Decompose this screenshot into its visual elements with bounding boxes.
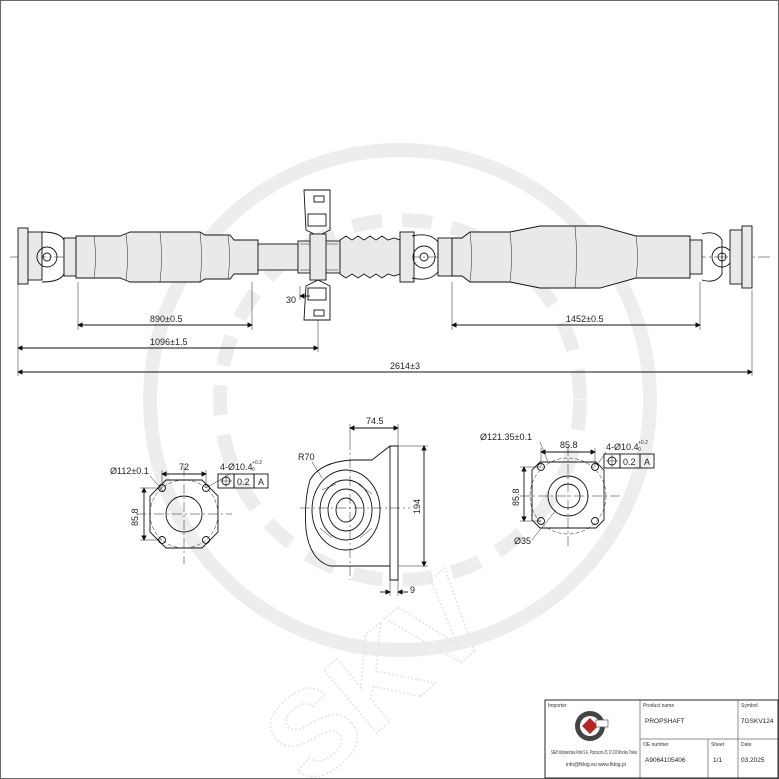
date-value: 03.2025 <box>741 757 765 764</box>
shaft-dimensions: 890±0.5 1452±0.5 1096±1.5 2614±3 30 <box>17 282 753 376</box>
dim-1096: 1096±1.5 <box>150 337 187 347</box>
dim-30: 30 <box>286 295 296 305</box>
product-name-label: Product name <box>643 703 674 709</box>
front-holes: 4-Ø10.4 <box>220 462 253 472</box>
front-pitch-h: 72 <box>179 462 189 472</box>
bearing-height: 194 <box>412 499 422 514</box>
product-name-value: PROPSHAFT <box>645 718 685 725</box>
rear-tube <box>451 225 691 289</box>
rubber-boot <box>339 235 401 279</box>
rear-holes: 4-Ø10.4 <box>606 442 639 452</box>
oe-number-label: OE number <box>643 742 669 748</box>
date-label: Date <box>741 742 752 748</box>
center-bearing-bracket <box>303 189 331 321</box>
symbol-value: 7GSKV124 <box>741 718 774 725</box>
front-pitch-v: 85.8 <box>130 508 140 526</box>
sheet-label: Sheet <box>711 742 725 748</box>
front-holes-tol-upper: +0.2 <box>252 460 262 466</box>
rear-pitch-h: 85.8 <box>560 440 578 450</box>
oe-number-value: A9064105406 <box>645 757 686 764</box>
rear-pitch-v: 85.8 <box>511 488 521 506</box>
front-tolerance-value: 0.2 <box>237 477 250 487</box>
dim-1452: 1452±0.5 <box>566 314 603 324</box>
bearing-width: 74.5 <box>366 416 384 426</box>
center-bearing-detail: 74.5 194 9 R70 <box>298 416 428 596</box>
importer-logo <box>575 711 609 741</box>
dim-890: 890±0.5 <box>150 314 182 324</box>
rear-flange-detail: 85.8 85.8 Ø121.35±0.1 4-Ø10.4 +0.2 0 0.2… <box>480 432 655 548</box>
rear-diameter: Ø121.35±0.1 <box>480 432 532 442</box>
rear-holes-tol-upper: +0.2 <box>638 440 648 446</box>
front-diameter: Ø112±0.1 <box>110 466 149 476</box>
rear-bore: Ø35 <box>514 536 531 546</box>
rear-tolerance-value: 0.2 <box>623 457 636 467</box>
bearing-thickness: 9 <box>410 585 415 595</box>
rear-tolerance-frame: 0.2 A <box>603 453 655 469</box>
front-flange-detail: 72 85.8 Ø112±0.1 4-Ø10.4 +0.2 0 0.2 A <box>110 460 269 564</box>
rear-holes-tol-lower: 0 <box>638 447 641 453</box>
front-tube <box>75 231 259 283</box>
bearing-radius: R70 <box>298 452 315 462</box>
title-block: Importer S&EH Wydawnictwa Polski S.A., P… <box>544 699 779 779</box>
slip-joint <box>257 240 341 274</box>
rear-datum: A <box>644 457 650 467</box>
importer-text: S&EH Wydawnictwa Polski S.A., Poprzeczna… <box>551 750 637 756</box>
sheet-value: 1/1 <box>713 757 722 764</box>
symbol-label: Symbol <box>741 703 758 709</box>
front-holes-tol-lower: 0 <box>252 467 255 473</box>
rear-flange-yoke <box>689 225 753 289</box>
dim-2614: 2614±3 <box>390 361 420 371</box>
front-tolerance-frame: 0.2 A <box>217 473 269 489</box>
middle-universal-joint <box>399 231 453 283</box>
front-datum: A <box>258 477 264 487</box>
propshaft-side-view: 890±0.5 1452±0.5 1096±1.5 2614±3 30 <box>10 189 770 376</box>
importer-text-line2: info@fklog.eu www.fklog.pl <box>566 762 626 768</box>
front-flange-yoke <box>17 227 77 285</box>
importer-label: Importer <box>548 703 567 709</box>
